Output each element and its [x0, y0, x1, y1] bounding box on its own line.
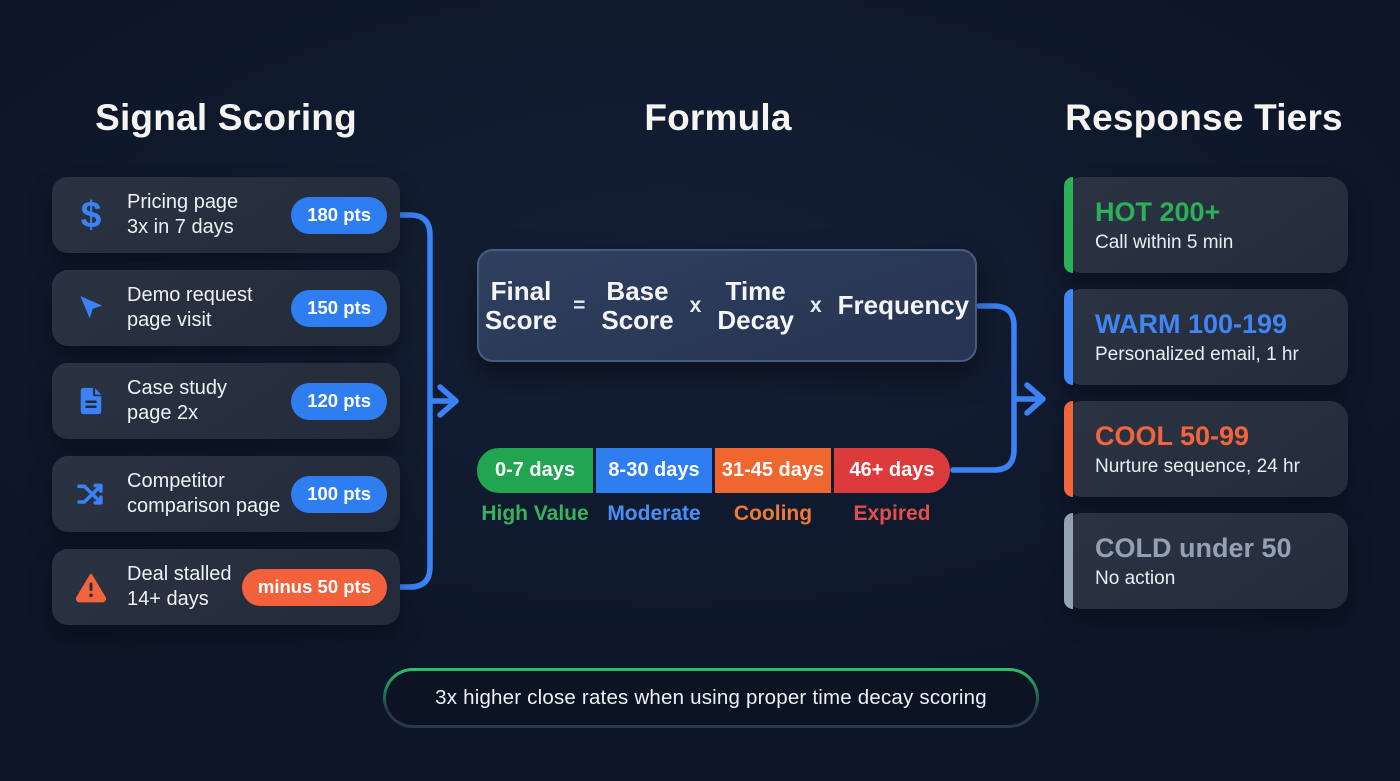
tiers-arrowhead-icon [1024, 382, 1046, 416]
time-decay-bar: 0-7 days 8-30 days 31-45 days 46+ days [477, 448, 950, 493]
tier-title: COOL 50-99 [1095, 420, 1250, 451]
formula-term-base-score: Base Score [601, 275, 674, 335]
cursor-icon [74, 291, 108, 325]
decay-segment-0-7: 0-7 days [477, 448, 593, 493]
tier-title: COLD under 50 [1095, 532, 1292, 563]
signal-card-pricing-page: $ Pricing page 3x in 7 days 180 pts [52, 177, 400, 253]
tier-accent-strip [1064, 177, 1073, 273]
response-tiers-title: Response Tiers [1065, 97, 1343, 138]
signal-label: Deal stalled 14+ days [127, 563, 232, 610]
formula-term-frequency: Frequency [837, 290, 970, 320]
document-icon [74, 384, 108, 418]
tier-subtitle: Nurture sequence, 24 hr [1095, 455, 1300, 477]
tier-card-hot: HOT 200+ Call within 5 min [1064, 177, 1348, 273]
signal-card-case-study: Case study page 2x 120 pts [52, 363, 400, 439]
decay-segment-31-45: 31-45 days [715, 448, 831, 493]
signal-label: Demo request page visit [127, 284, 253, 331]
signal-scoring-title: Signal Scoring [95, 97, 357, 138]
signal-card-list: $ Pricing page 3x in 7 days 180 pts Demo… [52, 177, 400, 625]
points-badge: minus 50 pts [241, 568, 387, 606]
tier-card-cool: COOL 50-99 Nurture sequence, 24 hr [1064, 401, 1348, 497]
tier-accent-strip [1064, 513, 1073, 609]
warning-icon [74, 570, 108, 604]
response-tier-list: HOT 200+ Call within 5 min WARM 100-199 … [1064, 177, 1348, 609]
signal-label: Case study page 2x [127, 377, 228, 424]
tier-subtitle: No action [1095, 567, 1176, 589]
points-badge: 150 pts [291, 289, 387, 327]
decay-caption-moderate: Moderate [607, 502, 701, 525]
tier-accent-strip [1064, 289, 1073, 385]
tier-title: HOT 200+ [1095, 196, 1221, 227]
equals-sign: = [573, 293, 586, 317]
tier-subtitle: Call within 5 min [1095, 231, 1234, 253]
tier-card-warm: WARM 100-199 Personalized email, 1 hr [1064, 289, 1348, 385]
multiply-sign: x [809, 293, 822, 317]
tier-title: WARM 100-199 [1095, 308, 1288, 339]
signal-card-deal-stalled: Deal stalled 14+ days minus 50 pts [52, 549, 400, 625]
decay-caption-high-value: High Value [481, 502, 589, 525]
footer-note: 3x higher close rates when using proper … [386, 671, 1036, 725]
formula-term-final-score: Final Score [484, 275, 558, 335]
signal-card-demo-request: Demo request page visit 150 pts [52, 270, 400, 346]
signal-card-competitor-page: Competitor comparison page 100 pts [52, 456, 400, 532]
tier-card-cold: COLD under 50 No action [1064, 513, 1348, 609]
signal-label: Pricing page 3x in 7 days [127, 191, 239, 238]
multiply-sign: x [689, 293, 702, 317]
points-badge: 180 pts [291, 196, 387, 234]
footer-highlight-pill: 3x higher close rates when using proper … [383, 668, 1039, 728]
decay-segment-8-30: 8-30 days [596, 448, 712, 493]
decay-caption-row: High Value Moderate Cooling Expired [477, 502, 950, 526]
tier-accent-strip [1064, 401, 1073, 497]
signals-arrowhead-icon [437, 384, 459, 418]
points-badge: 100 pts [291, 475, 387, 513]
shuffle-icon [74, 477, 108, 511]
formula-term-time-decay: Time Decay [717, 275, 794, 335]
formula-title: Formula [644, 97, 792, 138]
tier-subtitle: Personalized email, 1 hr [1095, 343, 1299, 365]
decay-caption-cooling: Cooling [733, 502, 813, 525]
decay-segment-46plus: 46+ days [834, 448, 950, 493]
dollar-icon: $ [80, 194, 102, 235]
points-badge: 120 pts [291, 382, 387, 420]
decay-caption-expired: Expired [853, 502, 931, 525]
formula-box: Final Score = Base Score x Time Decay x … [477, 249, 977, 362]
signal-label: Competitor comparison page [127, 470, 281, 517]
